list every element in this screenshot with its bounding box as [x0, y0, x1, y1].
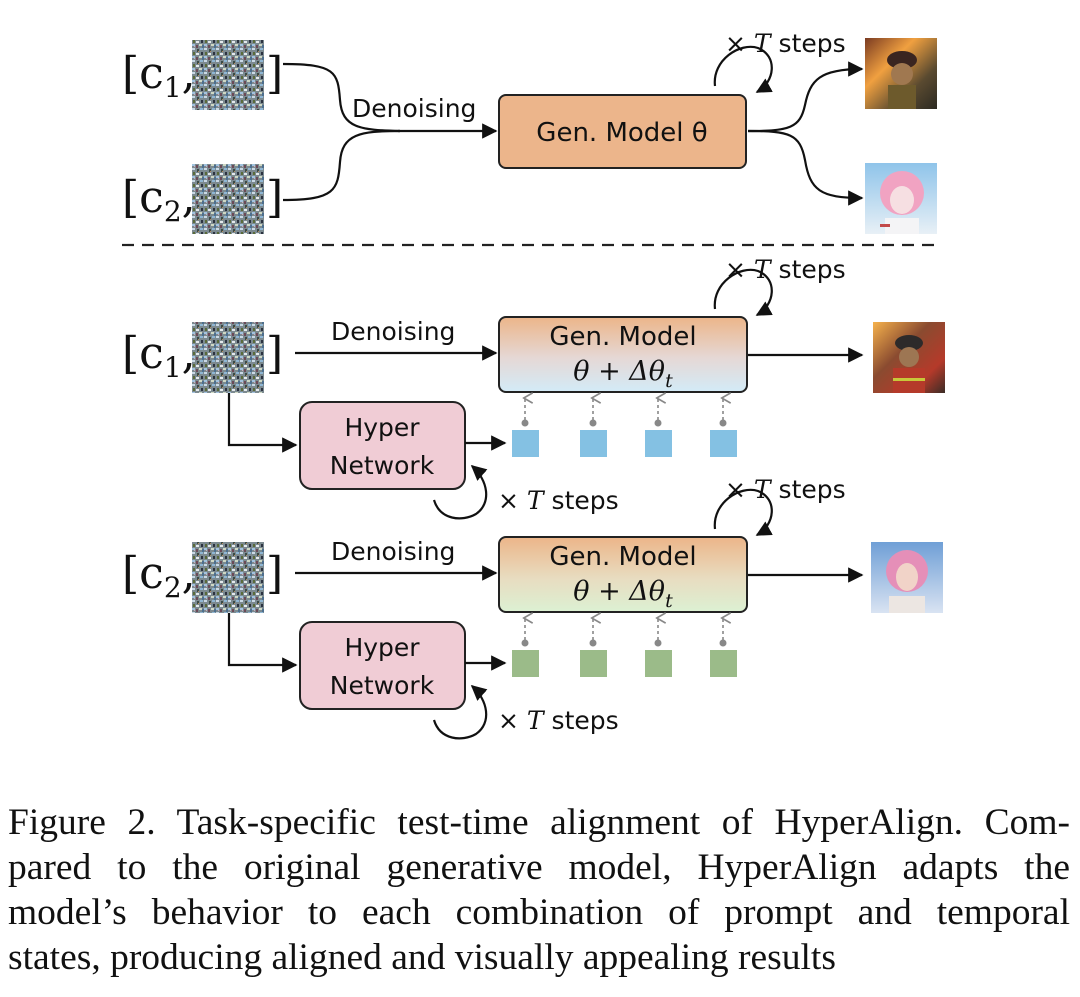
param-token: [580, 430, 607, 457]
merge-curve-1: [282, 62, 401, 133]
input-bracket-open: [c1,: [122, 328, 196, 384]
pink-hair-woman-image: [871, 542, 943, 613]
caption-line: Figure 2. Task-specific test-time alignm…: [8, 802, 1070, 843]
loop-arrow-icon: [713, 268, 773, 316]
param-dot: [719, 639, 727, 647]
input-bracket-close: ]: [266, 172, 283, 223]
input-bracket-close: ]: [266, 48, 283, 99]
gen-model-box: [498, 94, 747, 169]
noise-image: [192, 322, 264, 393]
param-dot: [521, 419, 529, 427]
output-curve-2: [747, 129, 864, 206]
hyper-input-arrow: [227, 613, 298, 673]
model-loop-label: × T steps: [725, 475, 846, 504]
denoising-label: Denoising: [331, 537, 455, 566]
hyper-network-label-2: Network: [330, 451, 435, 480]
hyper-loop-arrow-icon: [432, 464, 488, 520]
param-dot: [654, 419, 662, 427]
gen-model-params: θ + Δθt: [573, 576, 673, 612]
denoising-label: Denoising: [331, 317, 455, 346]
gen-model-label: Gen. Model: [549, 322, 696, 352]
pink-hair-anime-girl-image: [865, 163, 937, 234]
firefighter-cat-image: [873, 322, 945, 393]
hyper-loop-label: × T steps: [498, 486, 619, 515]
param-dot: [521, 639, 529, 647]
param-tokens: [512, 398, 737, 457]
hyper-network-label-2: Network: [330, 671, 435, 700]
adapted-row-2: [c2, ] Denoising Gen. Model θ + Δθt × T …: [122, 475, 943, 740]
input-bracket-close: ]: [266, 548, 283, 599]
caption-line: model’s behavior to each combination of …: [8, 892, 1070, 933]
hyperalign-diagram: [c1, ] [c2, ] Denoising Gen. Model θ × T…: [122, 29, 945, 740]
loop-arrow-icon: [713, 488, 773, 536]
hyper-loop-label: × T steps: [498, 706, 619, 735]
firefighter-cat-image: [865, 38, 937, 109]
hyper-network-box: [299, 621, 466, 710]
param-token: [645, 650, 672, 677]
input-bracket-open: [c1,: [122, 48, 196, 104]
noise-image: [192, 164, 264, 234]
hyper-network-label-1: Hyper: [344, 633, 420, 662]
model-loop-label: × T steps: [725, 255, 846, 284]
gen-model-label: Gen. Model: [549, 542, 696, 572]
hyper-network-box: [299, 401, 466, 490]
param-token: [710, 430, 737, 457]
caption-line: states, producing aligned and visually a…: [8, 937, 836, 978]
input-bracket-open: [c2,: [122, 548, 196, 604]
hyper-input-arrow: [227, 393, 298, 453]
input-bracket-close: ]: [266, 328, 283, 379]
param-token: [580, 650, 607, 677]
gen-model-params: θ + Δθt: [573, 356, 673, 392]
output-curve-1: [747, 61, 864, 133]
hyper-loop-arrow-icon: [432, 684, 488, 740]
hyper-network-label-1: Hyper: [344, 413, 420, 442]
gen-model-box: [498, 536, 748, 613]
loop-arrow-icon: [713, 45, 773, 93]
caption-line: pared to the original generative model, …: [8, 847, 1070, 888]
noise-image: [192, 542, 264, 613]
input-c2: [c2, ]: [122, 164, 283, 234]
param-dot: [589, 419, 597, 427]
param-tokens: [512, 618, 737, 677]
param-token: [512, 430, 539, 457]
gen-model-box: [498, 316, 748, 393]
loop-label: × T steps: [725, 29, 846, 58]
input-bracket-open: [c2,: [122, 172, 196, 228]
param-token: [512, 650, 539, 677]
figure-caption: Figure 2. Task-specific test-time alignm…: [8, 800, 1070, 980]
param-dot: [589, 639, 597, 647]
top-section: [c1, ] [c2, ] Denoising Gen. Model θ × T…: [122, 29, 937, 234]
denoising-label: Denoising: [352, 94, 476, 123]
merge-curve-2: [282, 129, 401, 202]
param-dot: [654, 639, 662, 647]
param-dot: [719, 419, 727, 427]
input-c1: [c1, ]: [122, 40, 283, 110]
param-token: [710, 650, 737, 677]
gen-model-label: Gen. Model θ: [536, 118, 707, 148]
noise-image: [192, 40, 264, 110]
adapted-row-1: [c1, ] Denoising Gen. Model θ + Δθt × T …: [122, 255, 945, 520]
param-token: [645, 430, 672, 457]
